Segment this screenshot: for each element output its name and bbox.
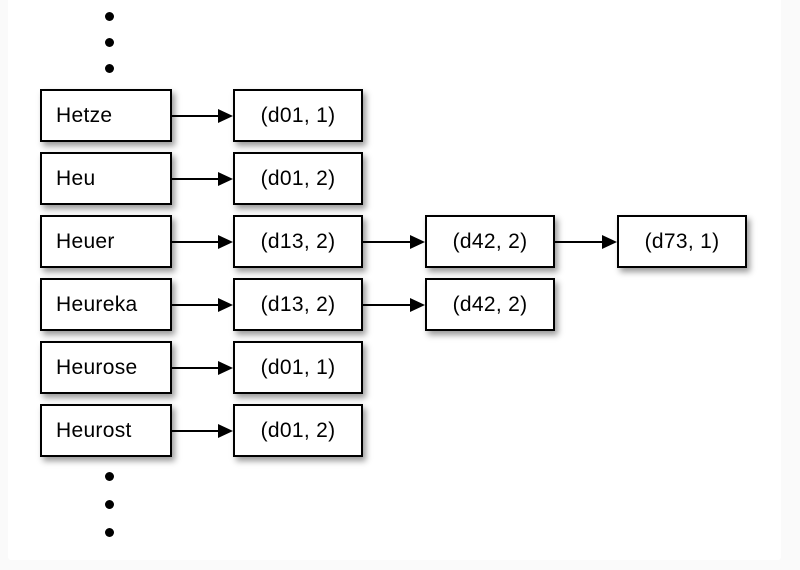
posting-box: (d42, 2) <box>425 215 555 268</box>
posting-label: (d42, 2) <box>452 292 528 316</box>
ellipsis-bottom-dot-icon <box>105 472 114 481</box>
term-label: Heureka <box>56 292 138 316</box>
term-label: Heuer <box>56 229 115 253</box>
term-box-heureka: Heureka <box>40 278 172 331</box>
term-box-heu: Heu <box>40 152 172 205</box>
posting-box: (d01, 1) <box>233 341 363 394</box>
posting-box: (d13, 2) <box>233 215 363 268</box>
posting-label: (d01, 2) <box>260 418 336 442</box>
posting-label: (d01, 1) <box>260 355 336 379</box>
ellipsis-top-dot-icon <box>105 12 114 21</box>
term-box-heuer: Heuer <box>40 215 172 268</box>
posting-box: (d13, 2) <box>233 278 363 331</box>
term-label: Heurost <box>56 418 132 442</box>
diagram-canvas: Hetze (d01, 1) Heu (d01, 2) Heuer (d13, … <box>8 0 781 560</box>
arrow-right-icon <box>172 235 233 249</box>
arrow-right-icon <box>172 109 233 123</box>
arrow-right-icon <box>172 361 233 375</box>
posting-box: (d73, 1) <box>617 215 747 268</box>
posting-box: (d01, 1) <box>233 89 363 142</box>
posting-label: (d01, 1) <box>260 103 336 127</box>
posting-label: (d13, 2) <box>260 292 336 316</box>
arrow-right-icon <box>172 298 233 312</box>
posting-label: (d73, 1) <box>644 229 720 253</box>
arrow-right-icon <box>363 235 425 249</box>
posting-label: (d01, 2) <box>260 166 336 190</box>
arrow-right-icon <box>172 424 233 438</box>
term-label: Heurose <box>56 355 138 379</box>
arrow-right-icon <box>555 235 617 249</box>
term-label: Hetze <box>56 103 113 127</box>
term-box-hetze: Hetze <box>40 89 172 142</box>
posting-box: (d42, 2) <box>425 278 555 331</box>
posting-box: (d01, 2) <box>233 404 363 457</box>
ellipsis-top-dot-icon <box>105 38 114 47</box>
posting-label: (d42, 2) <box>452 229 528 253</box>
term-box-heurost: Heurost <box>40 404 172 457</box>
ellipsis-top-dot-icon <box>105 64 114 73</box>
term-box-heurose: Heurose <box>40 341 172 394</box>
arrow-right-icon <box>363 298 425 312</box>
arrow-right-icon <box>172 172 233 186</box>
term-label: Heu <box>56 166 96 190</box>
ellipsis-bottom-dot-icon <box>105 528 114 537</box>
posting-box: (d01, 2) <box>233 152 363 205</box>
posting-label: (d13, 2) <box>260 229 336 253</box>
ellipsis-bottom-dot-icon <box>105 500 114 509</box>
